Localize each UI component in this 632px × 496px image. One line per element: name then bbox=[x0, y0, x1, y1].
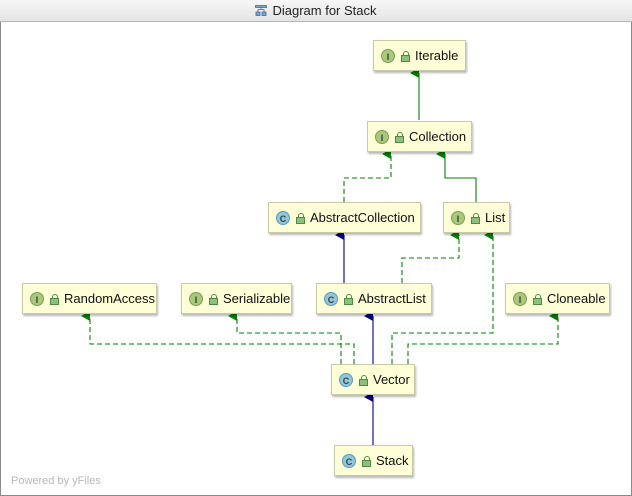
node-list[interactable]: I List bbox=[443, 202, 510, 233]
public-access-icon bbox=[208, 293, 218, 305]
window-title: Diagram for Stack bbox=[272, 3, 377, 18]
public-access-icon bbox=[361, 455, 371, 467]
edge-vector-cloneable bbox=[407, 311, 559, 364]
node-vector[interactable]: C Vector bbox=[331, 364, 415, 395]
node-random-access[interactable]: I RandomAccess bbox=[22, 283, 157, 314]
interface-icon: I bbox=[513, 291, 527, 306]
edge-list-collection bbox=[436, 149, 477, 202]
node-iterable[interactable]: I Iterable bbox=[373, 40, 466, 71]
window-titlebar: Diagram for Stack bbox=[0, 0, 632, 22]
edge-vector-randomaccess bbox=[81, 311, 355, 364]
edge-abstractlist-list bbox=[401, 230, 460, 283]
interface-icon: I bbox=[381, 48, 395, 63]
class-icon: C bbox=[342, 453, 356, 468]
node-abstract-collection[interactable]: C AbstractCollection bbox=[268, 202, 421, 233]
public-access-icon bbox=[295, 212, 305, 224]
node-label: AbstractList bbox=[358, 291, 426, 306]
node-label: Stack bbox=[376, 453, 409, 468]
class-icon: C bbox=[276, 210, 290, 225]
public-access-icon bbox=[532, 293, 542, 305]
node-cloneable[interactable]: I Cloneable bbox=[505, 283, 610, 314]
node-collection[interactable]: I Collection bbox=[367, 121, 472, 152]
edge-abstractcollection-collection bbox=[343, 149, 392, 202]
public-access-icon bbox=[470, 212, 480, 224]
interface-icon: I bbox=[451, 210, 465, 225]
node-label: Cloneable bbox=[547, 291, 606, 306]
public-access-icon bbox=[343, 293, 353, 305]
edges-layer bbox=[81, 68, 559, 445]
public-access-icon bbox=[358, 374, 368, 386]
window-title-wrap: Diagram for Stack bbox=[0, 3, 632, 18]
diagram-canvas[interactable]: I Iterable I Collection C AbstractCollec… bbox=[0, 22, 632, 496]
interface-icon: I bbox=[375, 129, 389, 144]
interface-icon: I bbox=[30, 291, 44, 306]
interface-icon: I bbox=[189, 291, 203, 306]
node-abstract-list[interactable]: C AbstractList bbox=[316, 283, 432, 314]
class-icon: C bbox=[339, 372, 353, 387]
node-label: List bbox=[485, 210, 506, 225]
node-label: Iterable bbox=[415, 48, 459, 63]
node-serializable[interactable]: I Serializable bbox=[181, 283, 292, 314]
public-access-icon bbox=[394, 131, 404, 143]
node-label: Serializable bbox=[223, 291, 291, 306]
node-label: RandomAccess bbox=[64, 291, 156, 306]
class-icon: C bbox=[324, 291, 338, 306]
public-access-icon bbox=[49, 293, 59, 305]
node-label: Vector bbox=[373, 372, 410, 387]
node-stack[interactable]: C Stack bbox=[334, 445, 413, 476]
edge-vector-list bbox=[391, 230, 494, 364]
powered-by-label: Powered by yFiles bbox=[11, 475, 101, 487]
public-access-icon bbox=[400, 50, 410, 62]
node-label: Collection bbox=[409, 129, 467, 144]
node-label: AbstractCollection bbox=[310, 210, 415, 225]
edge-vector-serializable bbox=[228, 311, 342, 364]
diagram-icon bbox=[255, 4, 268, 16]
